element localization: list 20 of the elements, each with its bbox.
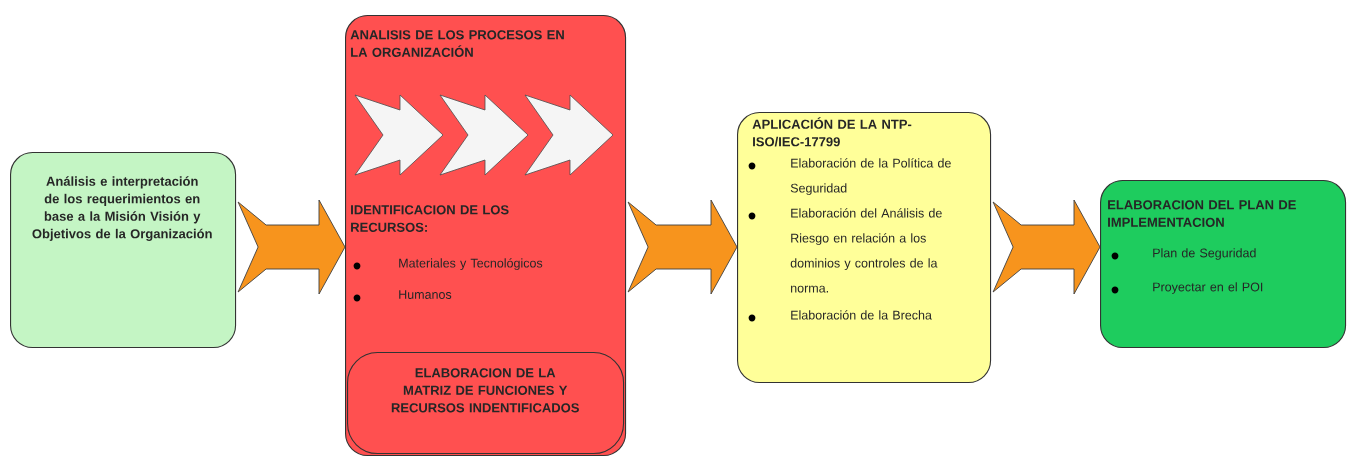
block-arrow xyxy=(627,199,738,295)
list-item: Elaboración del Análisis de Riesgo en relación a los dominios y controles de la norma. xyxy=(790,208,942,293)
heading: APLICACIÓN DE LA NTP-ISO/IEC-17799 xyxy=(752,117,912,147)
list-item: Plan de Seguridad xyxy=(1153,248,1256,260)
subprocess-box xyxy=(347,352,625,455)
box-text: ELABORACION DE LA MATRIZ DE FUNCIONES Y RECURSOS INDENTIFICADOS xyxy=(391,368,579,413)
process-box xyxy=(10,152,237,349)
process-box xyxy=(737,112,992,384)
block-arrow xyxy=(992,199,1101,295)
box-text: Análisis e interpretación de los requerimientos en base a la Misión Visión y Objetivos de la Organización xyxy=(32,176,212,241)
list-item: Proyectar en el POI xyxy=(1153,282,1263,294)
list-item: Elaboración de la Brecha xyxy=(791,310,932,320)
list-item: Elaboración de la Política de Seguridad xyxy=(790,158,951,195)
list-item: Materiales y Tecnológicos xyxy=(399,258,543,270)
process-box xyxy=(1100,180,1347,349)
block-arrow xyxy=(237,199,346,295)
heading: ELABORACION DEL PLAN DE IMPLEMENTACION xyxy=(1108,200,1296,227)
heading: ANALISIS DE LOS PROCESOS EN LA ORGANIZACIÓN xyxy=(350,30,564,57)
list-item: Humanos xyxy=(399,290,452,299)
heading: IDENTIFICACION DE LOS RECURSOS: xyxy=(351,205,509,232)
